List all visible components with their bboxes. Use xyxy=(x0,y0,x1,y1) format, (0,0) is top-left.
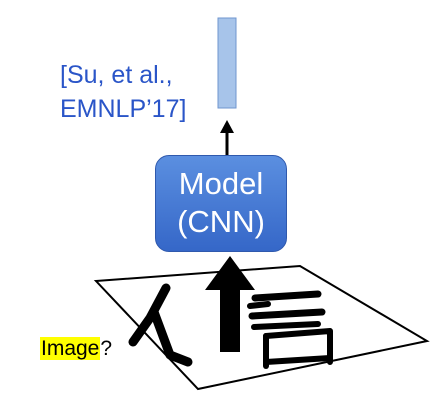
output-arrow xyxy=(220,120,234,155)
input-arrow xyxy=(205,256,255,352)
output-vector xyxy=(217,17,237,109)
calligraphy-character xyxy=(128,283,333,369)
citation-text: [Su, et al., EMNLP’17] xyxy=(60,58,186,126)
citation-line-2: EMNLP’17] xyxy=(60,95,187,123)
image-label-highlight: Image xyxy=(40,337,101,360)
model-cnn-box: Model (CNN) xyxy=(155,155,287,252)
model-type-label: (CNN) xyxy=(177,204,265,239)
citation-line-1: [Su, et al., xyxy=(60,61,173,89)
model-label: Model xyxy=(178,166,264,201)
question-mark: ? xyxy=(100,337,113,360)
image-question-label: Image? xyxy=(40,336,112,362)
